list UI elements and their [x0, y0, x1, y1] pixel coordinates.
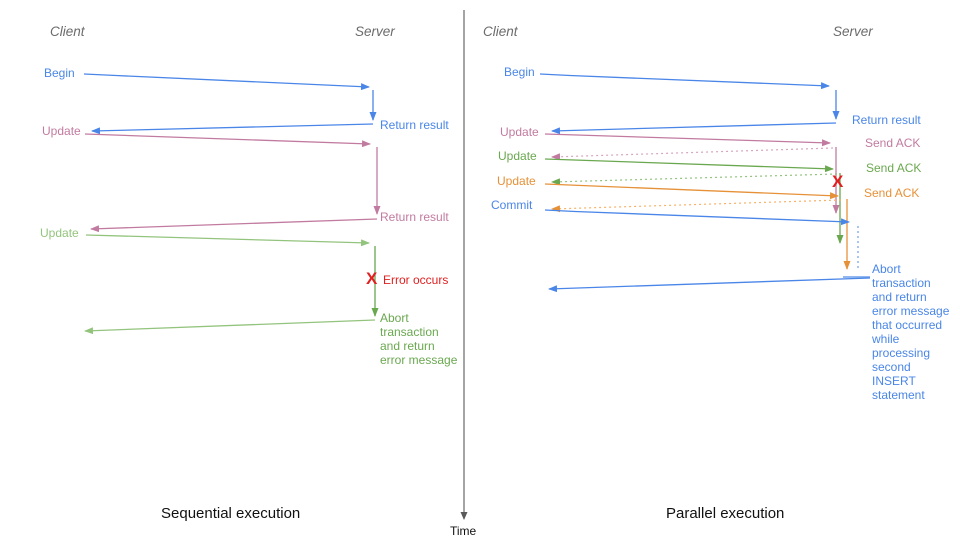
par-commit-label: Commit: [491, 198, 533, 212]
par-update3-label: Update: [497, 174, 536, 188]
par-ack2-label: Send ACK: [866, 161, 922, 175]
seq-error-label: Error occurs: [383, 273, 449, 287]
seq-begin-return-label: Return result: [380, 118, 449, 132]
par-begin-return-label: Return result: [852, 113, 921, 127]
par-ack3-dotted-arrow: [551, 199, 842, 213]
par-ack1-dotted-arrow: [551, 147, 834, 161]
par-commit-request-arrow: [544, 209, 850, 226]
seq-begin-return-arrow: [91, 123, 374, 135]
time-axis-label: Time: [450, 524, 477, 538]
par-begin-label: Begin: [504, 65, 535, 79]
par-ack3-label: Send ACK: [864, 186, 920, 200]
par-caption: Parallel execution: [666, 505, 785, 522]
seq-update1-label: Update: [42, 124, 81, 138]
par-server-header: Server: [833, 24, 873, 39]
par-client-header: Client: [483, 24, 518, 39]
seq-update2-request-arrow: [85, 234, 370, 247]
par-ack1-label: Send ACK: [865, 136, 921, 150]
par-update2-label: Update: [498, 149, 537, 163]
seq-server-header: Server: [355, 24, 395, 39]
seq-update2-label: Update: [40, 226, 79, 240]
seq-update1-return-label: Return result: [380, 210, 449, 224]
par-update1-label: Update: [500, 125, 539, 139]
par-abort-return-arrow: [548, 277, 871, 293]
par-abort-label: Abort transaction and return error messa…: [872, 262, 950, 402]
par-ack2-dotted-arrow: [551, 173, 838, 186]
par-begin-return-arrow: [551, 122, 837, 135]
seq-update1-request-arrow: [84, 133, 371, 148]
seq-begin-request-arrow: [83, 73, 370, 91]
seq-begin-label: Begin: [44, 66, 75, 80]
seq-update1-return-arrow: [90, 218, 378, 233]
seq-error-x-mark: X: [366, 269, 378, 288]
par-update3-request-arrow: [544, 183, 839, 200]
par-update2-request-arrow: [544, 158, 834, 173]
par-error-x-mark: X: [832, 172, 844, 191]
seq-abort-return-arrow: [84, 319, 376, 335]
seq-abort-label: Abort transaction and return error messa…: [380, 311, 458, 367]
seq-caption: Sequential execution: [161, 505, 301, 522]
seq-client-header: Client: [50, 24, 85, 39]
par-update1-request-arrow: [544, 133, 831, 147]
par-begin-request-arrow: [539, 73, 830, 90]
